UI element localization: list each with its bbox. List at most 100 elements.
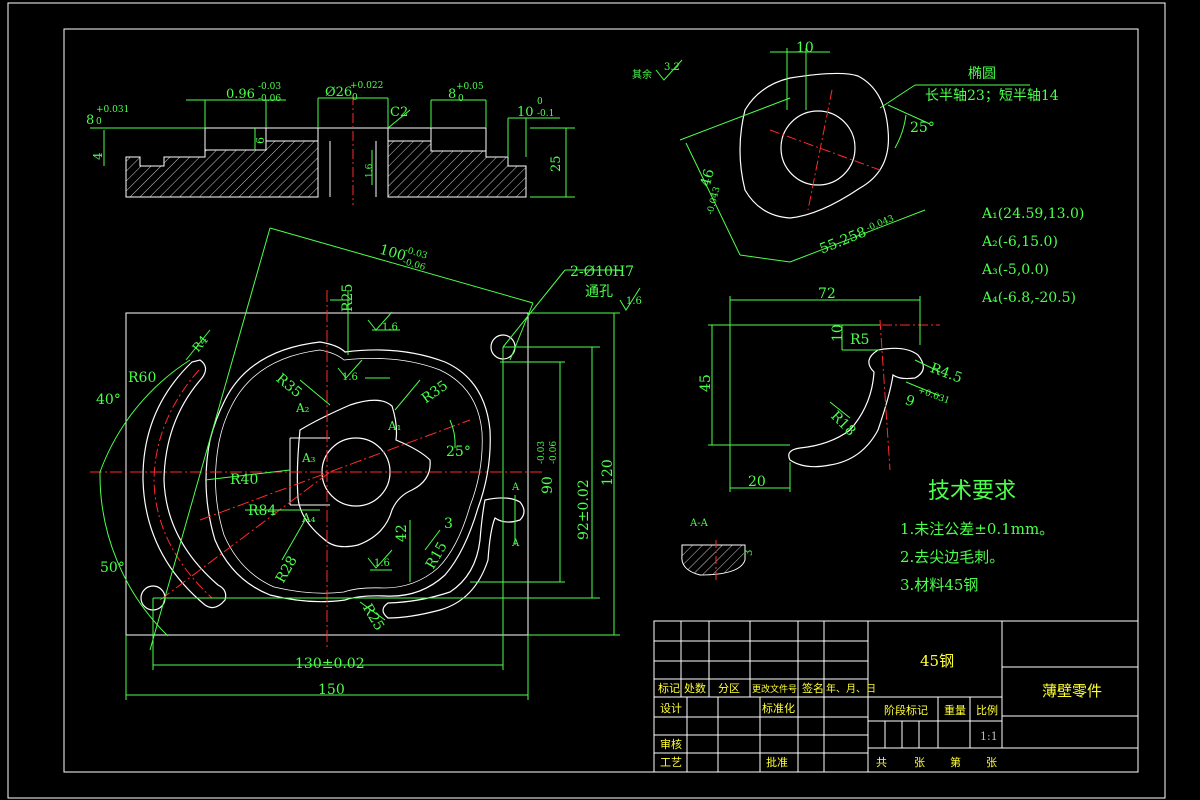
tb-standard: 标准化 xyxy=(762,701,795,715)
main-angle-25: 25° xyxy=(446,444,471,460)
sv-dim-8-right: 8 xyxy=(448,87,456,102)
slot-dim-9: 9 xyxy=(903,392,917,410)
tb-sheets: 张 xyxy=(914,756,925,769)
tb-total: 共 xyxy=(876,756,887,769)
main-dim-90: 90 xyxy=(540,476,556,494)
slot-dim-r45: R4.5 xyxy=(928,360,964,386)
keyhole-slot xyxy=(382,497,525,619)
sv-dim-8-left: 8 xyxy=(86,113,94,128)
roughness-other-value: 3.2 xyxy=(664,62,680,73)
section-aa: A-A 3 xyxy=(681,518,755,580)
sv-dim-096-tol-up: -0.03 xyxy=(258,82,281,92)
cam-profile-outer xyxy=(205,341,491,603)
tb-weight: 重量 xyxy=(944,703,966,717)
section-hatch-right xyxy=(387,140,527,198)
cam-dim-55: 55.258 xyxy=(817,224,868,257)
cam-view: 10 椭圆 长半轴23；短半轴14 25° 46 -0.043 55.258 -… xyxy=(632,40,1059,263)
main-section-a-bot: A xyxy=(511,538,520,549)
sv-dim-8-left-tol-lo: 0 xyxy=(96,117,102,127)
cam-outline xyxy=(739,72,890,219)
main-holes-note: 通孔 xyxy=(585,284,613,300)
sv-dim-10-tol-up: 0 xyxy=(537,97,543,107)
point-a1: A₁(24.59,13.0) xyxy=(981,206,1084,222)
main-r60: R60 xyxy=(128,370,156,386)
tb-review: 审核 xyxy=(660,737,682,751)
tb-scale-value: 1:1 xyxy=(980,730,998,743)
sv-chamfer-c2: C2 xyxy=(390,105,408,120)
sv-dim-096-tol-lo: -0.06 xyxy=(258,94,281,104)
main-pt-a2: A₂ xyxy=(295,401,310,415)
main-view: 100 -0.03 -0.06 2-Ø10H7 通孔 1.6 R25 1.6 R… xyxy=(90,227,642,700)
slot-dim-r18: R18 xyxy=(827,408,858,439)
main-dim-90-tol-up: -0.03 xyxy=(537,441,547,464)
cam-dim-10: 10 xyxy=(796,40,814,56)
tb-approve: 批准 xyxy=(766,755,788,769)
tb-stage-mark: 阶段标记 xyxy=(884,703,928,717)
main-pt-a1: A₁ xyxy=(387,419,401,433)
main-dim-100: 100 xyxy=(378,242,408,265)
tb-hdr-count: 处数 xyxy=(684,682,706,695)
requirement-item-3: 3.材料45钢 xyxy=(900,576,978,594)
main-r35-right: R35 xyxy=(419,378,451,407)
main-dim-130: 130±0.02 xyxy=(295,656,365,672)
roughness-other-label: 其余 xyxy=(632,68,652,81)
slot-view: 72 10 R5 45 R4.5 9 +0.031 R18 20 xyxy=(698,286,964,492)
section-aa-label: A-A xyxy=(689,518,709,529)
main-r25-bottom: R25 xyxy=(359,601,387,634)
tb-hdr-sign: 签名 xyxy=(802,681,824,695)
technical-requirements: 技术要求 1.未注公差±0.1mm。 2.去尖边毛刺。 3.材料45钢 xyxy=(900,479,1054,594)
drawing-frame xyxy=(7,2,1166,799)
cam-ellipse-axes: 长半轴23；短半轴14 xyxy=(925,88,1059,104)
sv-dim-d26-tol-up: +0.022 xyxy=(350,81,383,91)
point-a4: A₄(-6.8,-20.5) xyxy=(981,290,1076,306)
slot-dim-9-tol: +0.031 xyxy=(916,386,951,407)
main-r40: R40 xyxy=(230,472,258,488)
sv-dim-6: 6 xyxy=(254,137,267,144)
roughness-other-symbol xyxy=(655,59,683,81)
title-block: 标记 处数 分区 更改文件号 签名 年、月、日 设计 标准化 审核 工艺 批准 … xyxy=(653,620,1139,773)
main-roughness-top: 1.6 xyxy=(626,296,642,307)
main-dim-150: 150 xyxy=(318,682,345,698)
tb-hdr-change-doc: 更改文件号 xyxy=(752,683,797,695)
main-angle-40: 40° xyxy=(96,392,121,408)
main-roughness-2: 1.6 xyxy=(382,322,398,333)
requirement-item-1: 1.未注公差±0.1mm。 xyxy=(900,520,1054,538)
section-aa-dim-3: 3 xyxy=(744,550,755,556)
main-pt-a4: A₄ xyxy=(301,511,316,525)
tb-process: 工艺 xyxy=(660,756,682,769)
main-dim-90-tol-lo: -0.06 xyxy=(549,441,559,464)
tb-scale: 比例 xyxy=(976,703,998,717)
slot-dim-45: 45 xyxy=(698,374,714,392)
cam-dim-55-tol: -0.043 xyxy=(865,214,896,234)
main-r15: R15 xyxy=(423,539,451,572)
tb-design: 设计 xyxy=(660,702,682,715)
points-list: A₁(24.59,13.0) A₂(-6,15.0) A₃(-5,0.0) A₄… xyxy=(981,206,1084,306)
slot-dim-10: 10 xyxy=(830,324,846,342)
main-r25-top: R25 xyxy=(340,284,356,312)
arc-slot-outer xyxy=(142,359,227,609)
cam-dim-46-tol: -0.043 xyxy=(706,186,723,217)
point-a3: A₃(-5,0.0) xyxy=(981,262,1049,278)
tb-hdr-mark: 标记 xyxy=(658,681,680,695)
requirement-item-2: 2.去尖边毛刺。 xyxy=(900,548,1004,566)
main-dim-42: 42 xyxy=(394,524,410,542)
tb-part-name: 薄壁零件 xyxy=(1042,682,1102,700)
slot-dim-72: 72 xyxy=(818,286,836,302)
main-angle-50: 50° xyxy=(100,560,125,576)
main-roughness-3: 1.6 xyxy=(342,372,358,383)
tb-hdr-zone: 分区 xyxy=(718,682,740,695)
main-roughness-4: 1.6 xyxy=(374,558,390,569)
tb-material: 45钢 xyxy=(920,652,954,670)
sv-dim-10-tol-lo: -0.1 xyxy=(537,109,554,119)
sv-dim-25: 25 xyxy=(549,155,564,172)
cam-inner-shape xyxy=(296,399,431,548)
section-view: 8 +0.031 0 4 0.96 -0.03 -0.06 6 Ø26 +0.0… xyxy=(86,81,575,205)
main-r35-left: R35 xyxy=(273,371,305,401)
main-dim-120: 120 xyxy=(600,459,616,486)
sv-dim-10: 10 xyxy=(517,105,534,120)
cam-dim-46: 46 xyxy=(698,167,718,188)
main-holes-callout: 2-Ø10H7 xyxy=(570,264,634,280)
sv-dim-8-right-tol-lo: 0 xyxy=(458,94,464,104)
tb-sheet-no: 第 xyxy=(950,755,961,769)
